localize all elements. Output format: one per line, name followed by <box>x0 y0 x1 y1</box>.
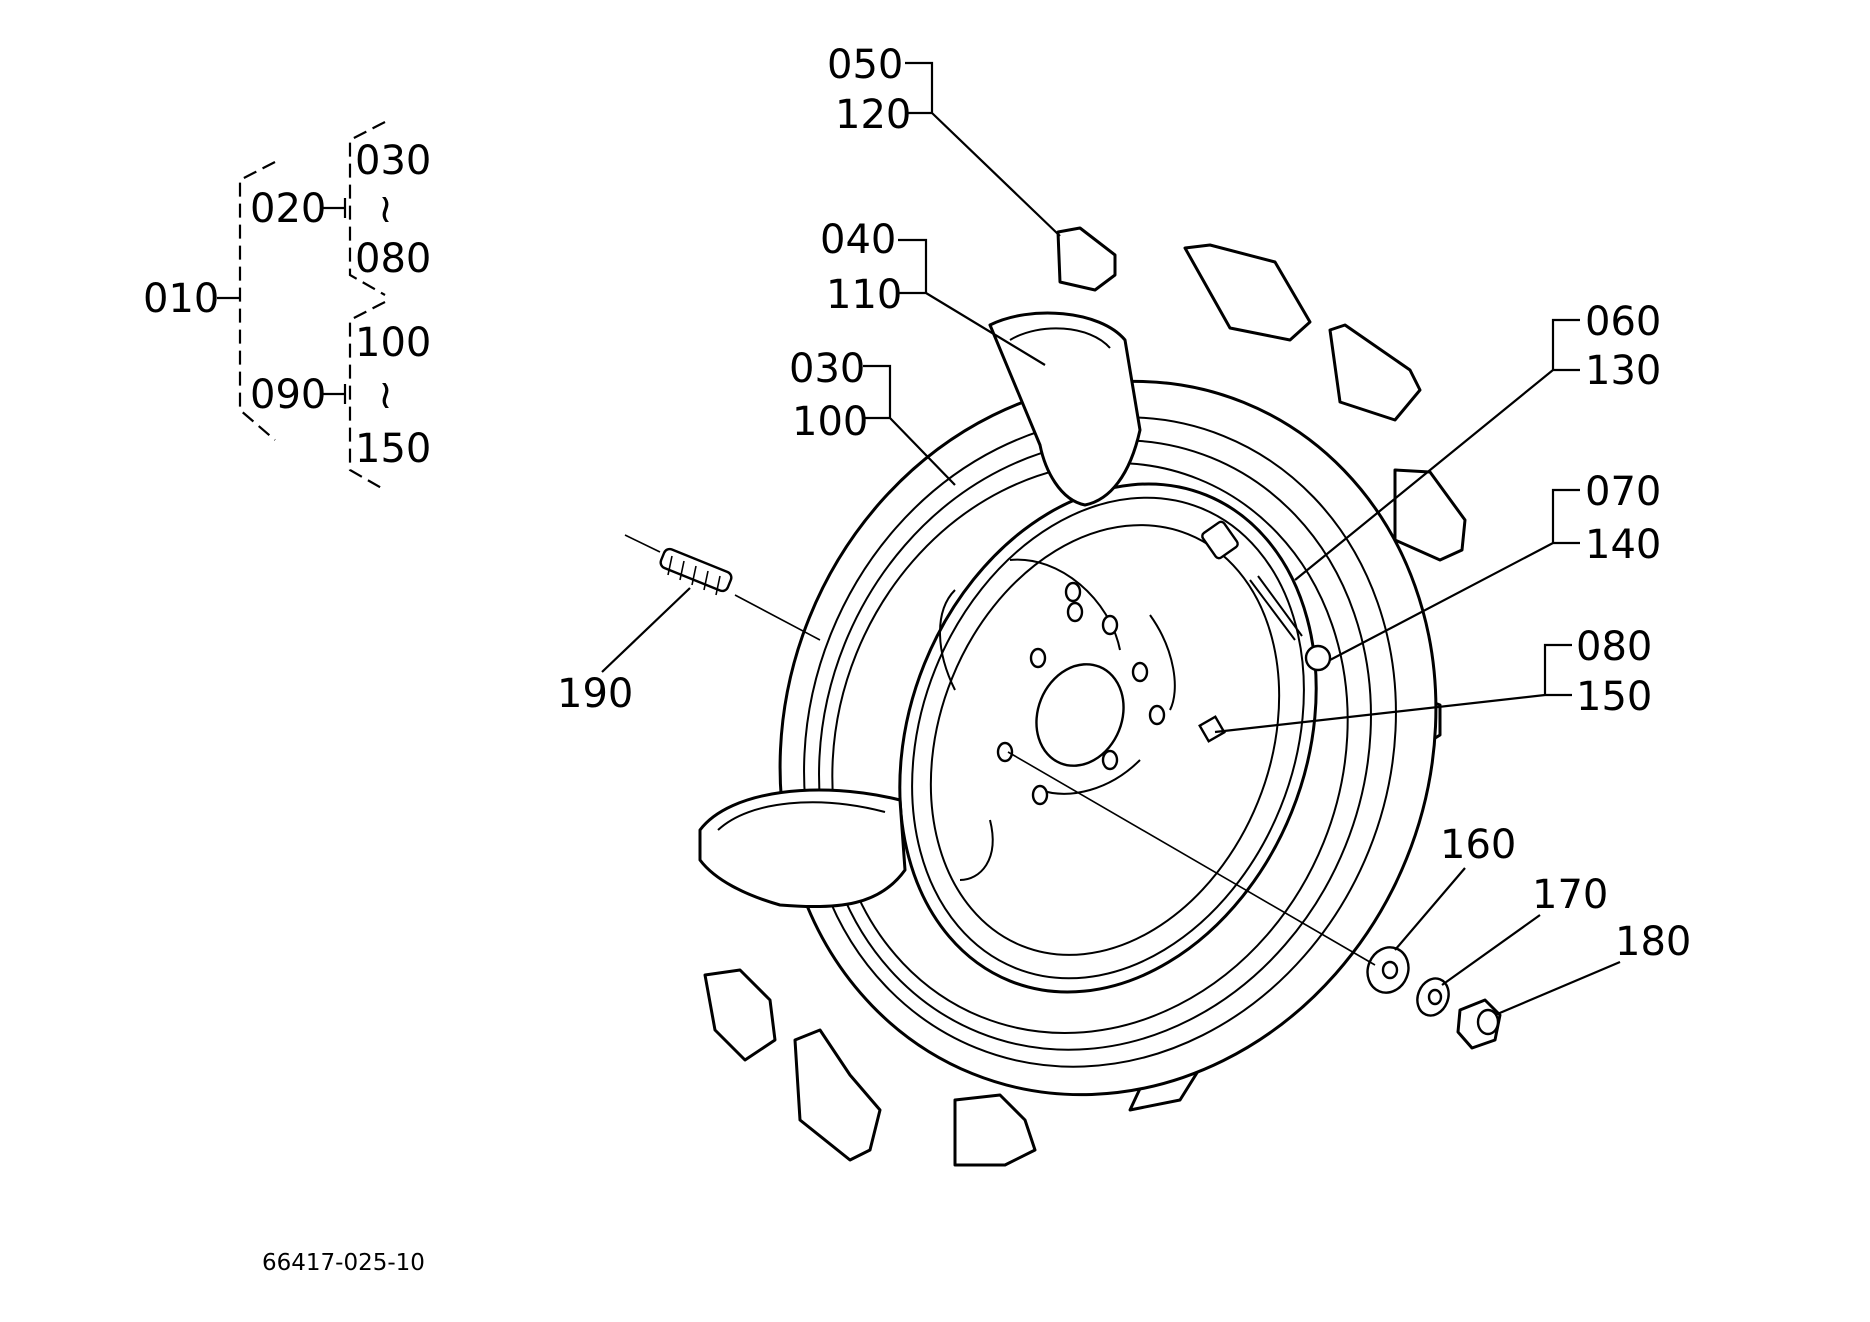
callout-130: 130 <box>1585 348 1661 394</box>
stud-bolt-thread <box>703 570 709 591</box>
disc-rib <box>959 819 994 881</box>
assembly-axis-line <box>1007 751 1376 966</box>
stud-bolt-thread <box>691 565 697 586</box>
tree-group-b-bracket <box>348 301 386 491</box>
callout-060: 060 <box>1585 299 1661 345</box>
wheel-illustration <box>659 226 1502 1167</box>
leader-040-110 <box>898 238 1046 366</box>
bolt-hole <box>1101 614 1119 636</box>
leader-180 <box>1494 960 1621 1017</box>
callout-170: 170 <box>1532 872 1608 918</box>
leader-060-130 <box>1294 318 1580 581</box>
valve-stem-base <box>1201 520 1239 560</box>
disc-rib <box>939 589 956 691</box>
tree-group-a-bracket <box>348 121 386 296</box>
valve-cap <box>1304 644 1332 672</box>
stud-bolt-thread <box>667 555 673 576</box>
tire-sidewall-line <box>803 416 1397 1068</box>
tire-sidewall-line <box>831 462 1349 1034</box>
bolt-hole <box>1148 704 1166 726</box>
stud-bolt-thread <box>715 575 721 596</box>
inner-tube-edge <box>717 801 886 831</box>
tree-group-a-tilde: ≀ <box>378 186 393 232</box>
spring-washer-hole <box>1427 988 1443 1006</box>
callout-120: 120 <box>835 92 911 138</box>
bolt-hole <box>1029 647 1047 669</box>
leader-050-120 <box>905 61 1061 237</box>
tire-lug <box>1183 243 1312 342</box>
callout-080: 080 <box>1576 624 1652 670</box>
wheel-rim-flange <box>929 524 1281 956</box>
tire-lug <box>1056 226 1117 292</box>
tire-sidewall-line <box>818 439 1372 1051</box>
callout-150: 150 <box>1576 674 1652 720</box>
leader-080-150 <box>1214 643 1572 734</box>
stud-bolt-thread <box>679 560 685 581</box>
tire-lug <box>793 1028 882 1162</box>
tree-group-b-to: 150 <box>355 426 431 472</box>
tree-group-a-from: 030 <box>355 138 431 184</box>
tree-group-b-from: 100 <box>355 320 431 366</box>
tire-lug <box>1393 468 1467 562</box>
valve-stem-shaft <box>1257 575 1303 637</box>
parts-hierarchy-tree: 010 020 030 ≀ 080 090 100 ≀ 150 <box>143 121 431 491</box>
tree-group-b-tilde: ≀ <box>378 372 393 418</box>
bolt-hole <box>996 741 1014 763</box>
tree-root-bracket <box>238 161 276 441</box>
flat-washer-hole <box>1381 960 1399 980</box>
disc-rib <box>1039 759 1141 795</box>
callout-190: 190 <box>557 671 633 717</box>
callout-100: 100 <box>792 399 868 445</box>
callout-110: 110 <box>826 272 902 318</box>
tree-root-label: 010 <box>143 276 219 322</box>
stud-axis-line <box>624 534 821 641</box>
leader-030-100 <box>863 364 956 486</box>
bolt-hole <box>1066 601 1084 623</box>
disc-rib <box>1149 614 1176 711</box>
tire-lug <box>703 968 777 1062</box>
tire-lug <box>953 1093 1037 1167</box>
valve-washer <box>1198 715 1226 743</box>
tire-lug <box>1328 323 1422 422</box>
callout-180: 180 <box>1615 919 1691 965</box>
callout-040: 040 <box>820 217 896 263</box>
callout-070: 070 <box>1585 469 1661 515</box>
drawing-code: 66417-025-10 <box>262 1250 425 1276</box>
tree-group-a-label: 020 <box>250 186 326 232</box>
bolt-hole <box>1064 581 1082 603</box>
callout-030: 030 <box>789 346 865 392</box>
leader-070-140 <box>1329 488 1580 661</box>
hex-nut-bore <box>1476 1008 1500 1036</box>
callouts: 050 120 040 110 030 100 060 130 070 140 … <box>557 42 1691 1017</box>
callout-160: 160 <box>1440 822 1516 868</box>
leader-190 <box>601 587 691 673</box>
leader-160 <box>1394 867 1466 951</box>
wheel-center-bore <box>1035 663 1125 767</box>
inner-tube-cutaway-bottom <box>698 788 907 909</box>
bolt-hole <box>1031 784 1049 806</box>
tree-group-b-label: 090 <box>250 372 326 418</box>
inner-tube-cutaway-top <box>988 311 1142 507</box>
stud-bolt <box>659 547 733 596</box>
callout-140: 140 <box>1585 522 1661 568</box>
bolt-holes <box>996 581 1166 806</box>
callout-050: 050 <box>827 42 903 88</box>
valve-assembly <box>1198 520 1332 743</box>
bolt-hole <box>1101 749 1119 771</box>
stud-bolt-body <box>659 547 733 593</box>
bolt-hole <box>1131 661 1149 683</box>
inner-tube-edge <box>1009 327 1111 349</box>
wheel-rim-inner <box>911 496 1305 980</box>
valve-stem-shaft <box>1249 579 1296 641</box>
tire-lugs <box>703 226 1467 1167</box>
tree-group-a-to: 080 <box>355 236 431 282</box>
leader-170 <box>1441 914 1541 986</box>
